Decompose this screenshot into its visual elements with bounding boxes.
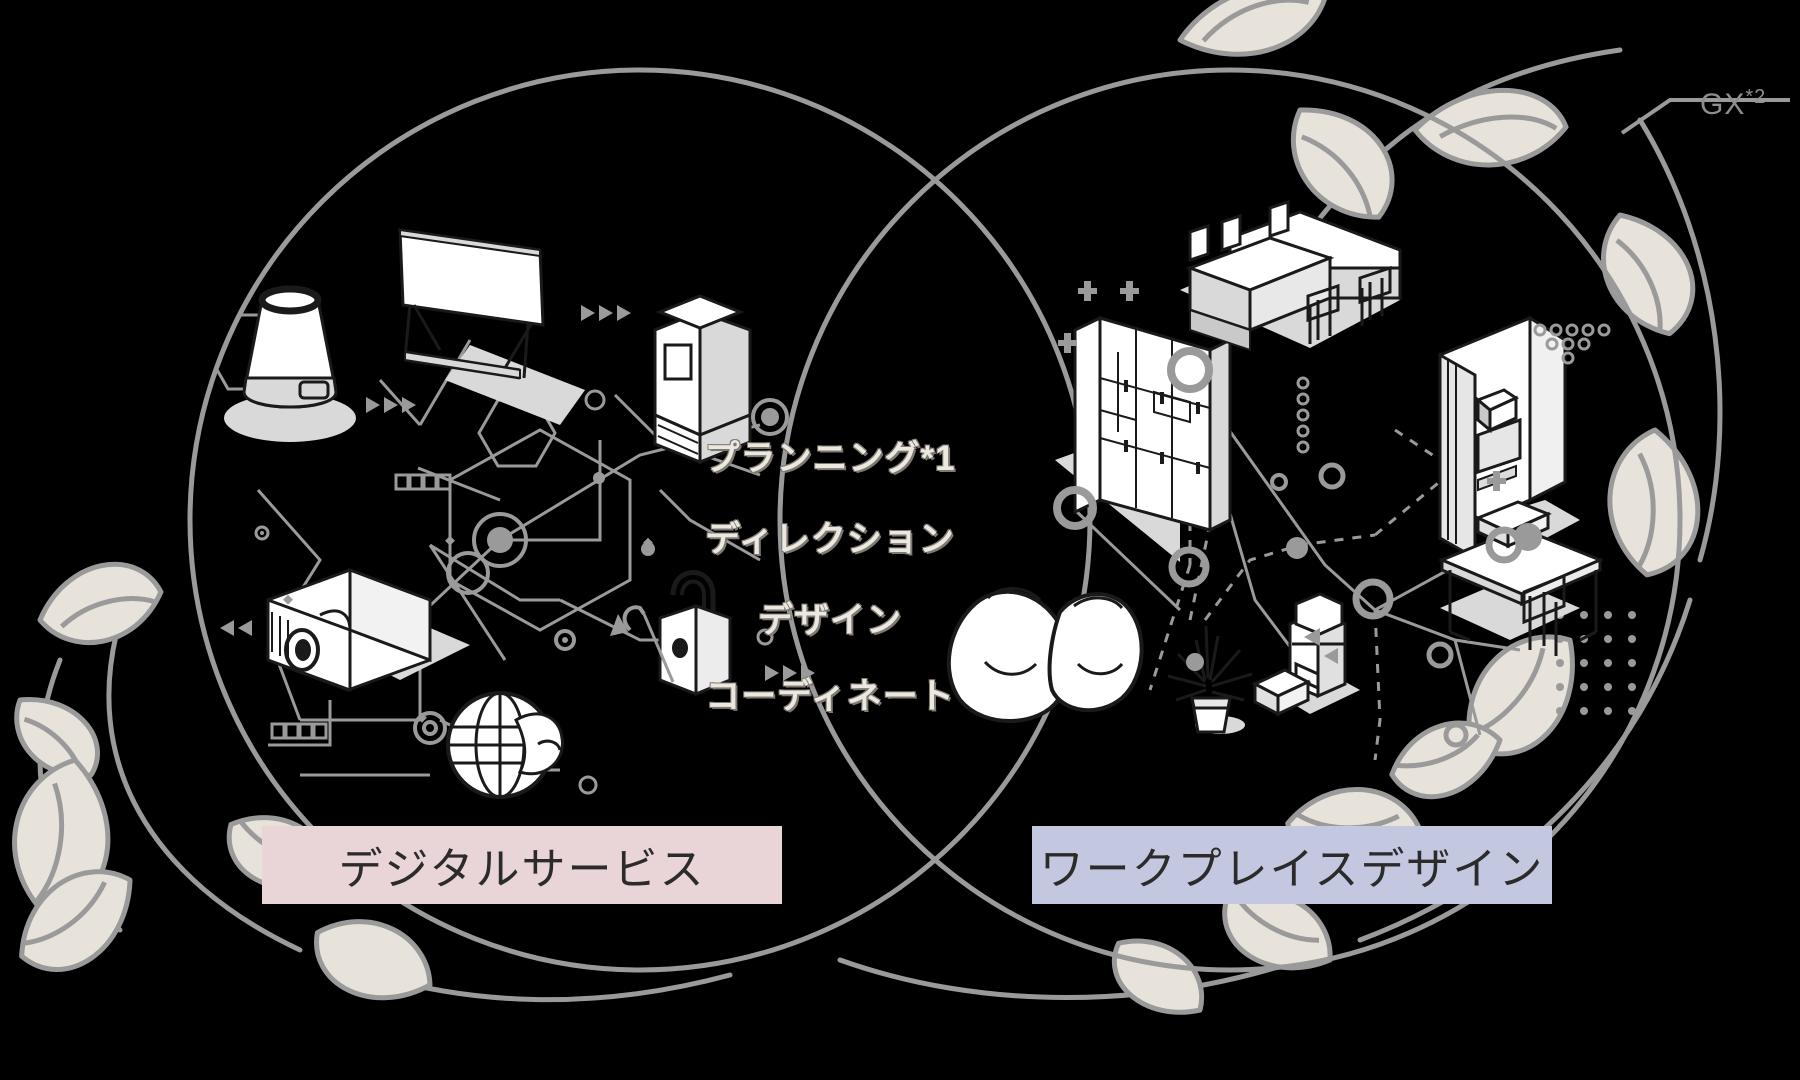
banner-digital-service: デジタルサービス [262, 826, 782, 904]
overlap-label-planning: プランニング*1 [704, 439, 956, 478]
gx-callout-text: GX [1700, 88, 1746, 121]
overlap-label-design: デザイン [757, 601, 902, 640]
gx-leader-line [1620, 98, 1790, 135]
network-node-icon [254, 389, 789, 795]
circle-workplace-design [777, 67, 1683, 973]
air-purifier-icon [224, 285, 356, 442]
coffee-machine-icon [1251, 592, 1360, 717]
globe-hand-icon [446, 691, 564, 799]
projector-icon [266, 567, 470, 693]
gx-callout-label: GX*2 [1700, 86, 1766, 122]
banner-workplace-design: ワークプレイスデザイン [1032, 826, 1552, 904]
gx-callout-footnote: *2 [1745, 86, 1767, 108]
bean-bag-seating-icon [946, 587, 1144, 723]
sparkle-icon [1058, 281, 1139, 353]
multifunction-printer-icon [653, 294, 752, 465]
overlap-label-coordinate: コーディネート [705, 677, 955, 716]
locker-shelving-icon [1055, 315, 1232, 562]
dot-grid-icon [1533, 323, 1611, 365]
whiteboard-display-icon [398, 228, 585, 425]
potted-plant-icon [1167, 625, 1253, 734]
padlock-icon [658, 570, 732, 697]
dot-column-icon [1296, 376, 1310, 454]
phone-booth-pod-icon [1438, 315, 1580, 561]
arrow-marker-icon [1304, 628, 1338, 664]
network-node-icon [1053, 347, 1542, 748]
workstation-desks-icon [1180, 199, 1402, 352]
sparkle-icon [1487, 471, 1506, 491]
arrow-marker-icon [220, 305, 815, 681]
overlap-label-direction: ディレクション [705, 520, 955, 559]
status-blocks-icon [270, 473, 452, 740]
